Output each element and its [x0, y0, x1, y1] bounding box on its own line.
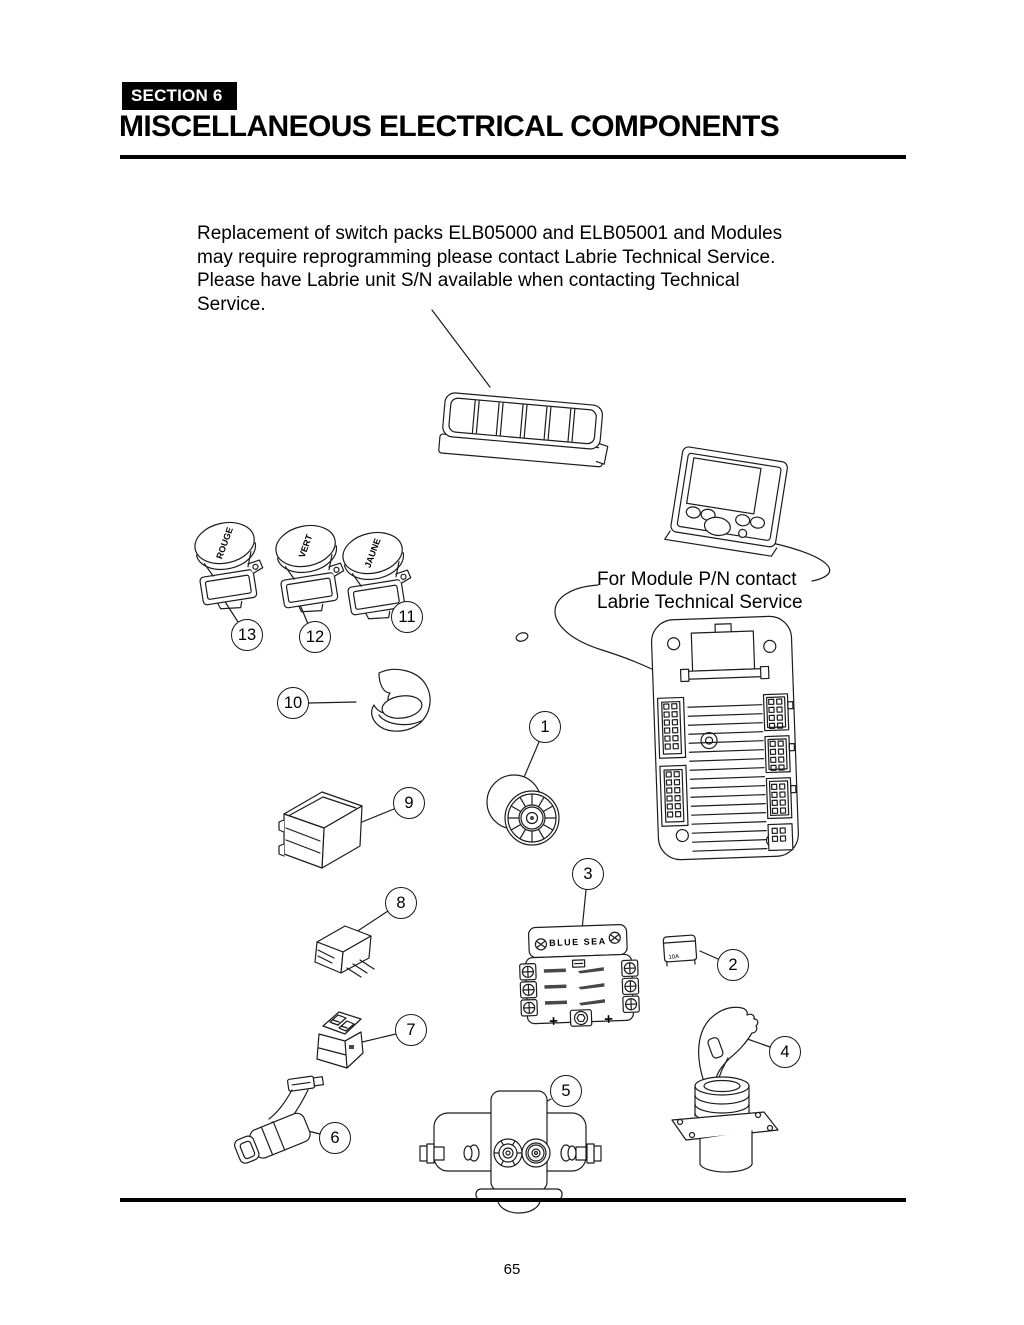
note-line: Replacement of switch packs ELB05000 and… — [197, 223, 783, 244]
fuse-block-drawing: BLUE SEA + + — [519, 923, 640, 1030]
relay-box-drawing — [278, 791, 363, 869]
fuse-amp-label: 10A — [668, 954, 679, 961]
fuse-block-plus-right-label: + — [604, 1011, 614, 1028]
push-button-rouge-drawing: ROUGE — [194, 521, 264, 610]
push-button-vert-drawing: VERT — [275, 524, 345, 613]
note-line: Please have Labrie unit S/N available wh… — [197, 270, 740, 291]
switch-pack-drawing — [438, 392, 609, 468]
display-module-drawing — [664, 446, 788, 557]
push-button-jaune-drawing: JAUNE — [342, 531, 412, 620]
page-title: MISCELLANEOUS ELECTRICAL COMPONENTS — [119, 110, 780, 143]
solenoid-drawing — [419, 1090, 602, 1214]
fuse-drawing: 10A — [662, 934, 698, 967]
note-line: may require reprogramming please contact… — [197, 246, 776, 268]
module-pn-note: For Module P/N contact Labrie Technical … — [597, 569, 803, 614]
reprogramming-note: Replacement of switch packs ELB05000 and… — [197, 222, 782, 316]
title-rule — [120, 155, 906, 159]
callout-9: 9 — [393, 787, 425, 819]
callout-2: 2 — [717, 949, 749, 981]
callout-1: 1 — [529, 711, 561, 743]
callout-5: 5 — [550, 1075, 582, 1107]
module-pn-note-line: Labrie Technical Service — [597, 591, 803, 613]
control-module-drawing — [650, 615, 799, 861]
joystick-drawing — [671, 1006, 779, 1173]
note-line: Service. — [197, 293, 266, 315]
callout-13: 13 — [231, 619, 263, 651]
callout-3: 3 — [572, 858, 604, 890]
pigtail-connector-drawing — [234, 1075, 324, 1164]
callout-12: 12 — [299, 621, 331, 653]
grommet-drawing — [371, 668, 431, 732]
callout-7: 7 — [395, 1014, 427, 1046]
flasher-drawing — [314, 925, 375, 978]
knob-drawing — [486, 774, 560, 846]
fuse-block-brand-label: BLUE SEA — [549, 936, 607, 948]
callout-4: 4 — [769, 1036, 801, 1068]
callout-6: 6 — [319, 1122, 351, 1154]
fuse-block-plus-left-label: + — [549, 1013, 559, 1030]
callout-10: 10 — [277, 687, 309, 719]
callout-8: 8 — [385, 887, 417, 919]
rocker-switch-drawing — [316, 1011, 364, 1069]
section-label: SECTION 6 — [122, 82, 237, 110]
page-number: 65 — [503, 1261, 521, 1278]
module-pn-note-line: For Module P/N contact — [597, 569, 797, 590]
footer-rule — [120, 1198, 906, 1202]
callout-11: 11 — [391, 601, 423, 633]
